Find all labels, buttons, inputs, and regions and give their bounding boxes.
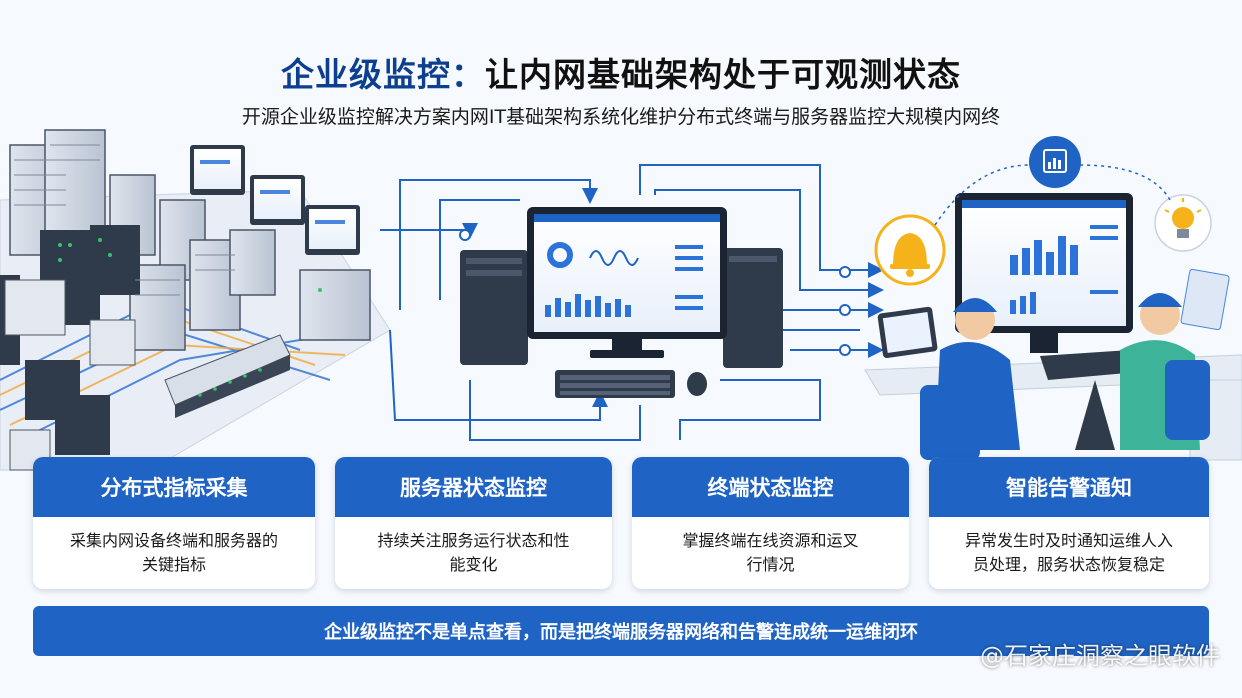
feature-card-line: 员处理，服务状态恢复稳定 bbox=[972, 555, 1165, 574]
feature-card-line: 掌握终端在线资源和运叉 bbox=[682, 531, 859, 550]
feature-card-line: 关键指标 bbox=[141, 555, 206, 574]
page-title-highlight: 企业级监控： bbox=[281, 55, 485, 94]
server-rack-icon bbox=[0, 129, 371, 471]
feature-card-metrics: 分布式指标采集 采集内网设备终端和服务器的 关键指标 bbox=[33, 457, 315, 589]
feature-card-title: 分布式指标采集 bbox=[33, 457, 315, 517]
feature-card-title: 智能告警通知 bbox=[929, 457, 1209, 517]
feature-card-server: 服务器状态监控 持续关注服务运行状态和性 能变化 bbox=[335, 457, 612, 589]
page-subtitle: 开源企业级监控解决方案内网IT基础架构系统化维护分布式终端与服务器监控大规模内网… bbox=[241, 106, 1001, 128]
central-workstation bbox=[460, 207, 783, 398]
summary-banner: 企业级监控不是单点查看，而是把终端服务器网络和告警连成统一运维闭环 bbox=[33, 606, 1209, 656]
feature-card-desc: 掌握终端在线资源和运叉 行情况 bbox=[632, 517, 909, 577]
operations-desk bbox=[864, 193, 1242, 461]
page-title: 企业级监控：让内网基础架构处于可观测状态 bbox=[0, 48, 1242, 96]
page-title-main: 让内网基础架构处于可观测状态 bbox=[485, 55, 961, 94]
feature-card-line: 能变化 bbox=[449, 555, 498, 574]
dashboard-icon bbox=[1029, 136, 1081, 188]
monitor-icon bbox=[190, 145, 360, 255]
watermark: @石家庄洞察之眼软件 bbox=[980, 642, 1220, 670]
feature-card-alert: 智能告警通知 异常发生时及时通知运维人⼊ 员处理，服务状态恢复稳定 bbox=[929, 457, 1209, 589]
feature-card-terminal: 终端状态监控 掌握终端在线资源和运叉 行情况 bbox=[632, 457, 909, 589]
feature-card-line: 持续关注服务运行状态和性 bbox=[377, 531, 570, 550]
feature-card-desc: 采集内网设备终端和服务器的 关键指标 bbox=[33, 517, 315, 577]
connection-arrows bbox=[380, 164, 884, 441]
lightbulb-icon bbox=[1154, 194, 1212, 252]
feature-card-desc: 持续关注服务运行状态和性 能变化 bbox=[335, 517, 612, 577]
bell-icon bbox=[874, 214, 946, 286]
feature-card-title: 服务器状态监控 bbox=[335, 457, 612, 517]
feature-card-line: 采集内网设备终端和服务器的 bbox=[69, 531, 278, 550]
feature-card-desc: 异常发生时及时通知运维人⼊ 员处理，服务状态恢复稳定 bbox=[929, 517, 1209, 577]
feature-card-line: 异常发生时及时通知运维人⼊ bbox=[964, 531, 1173, 550]
switch-icon bbox=[164, 334, 291, 418]
feature-card-line: 行情况 bbox=[746, 555, 795, 574]
feature-card-title: 终端状态监控 bbox=[632, 457, 909, 517]
